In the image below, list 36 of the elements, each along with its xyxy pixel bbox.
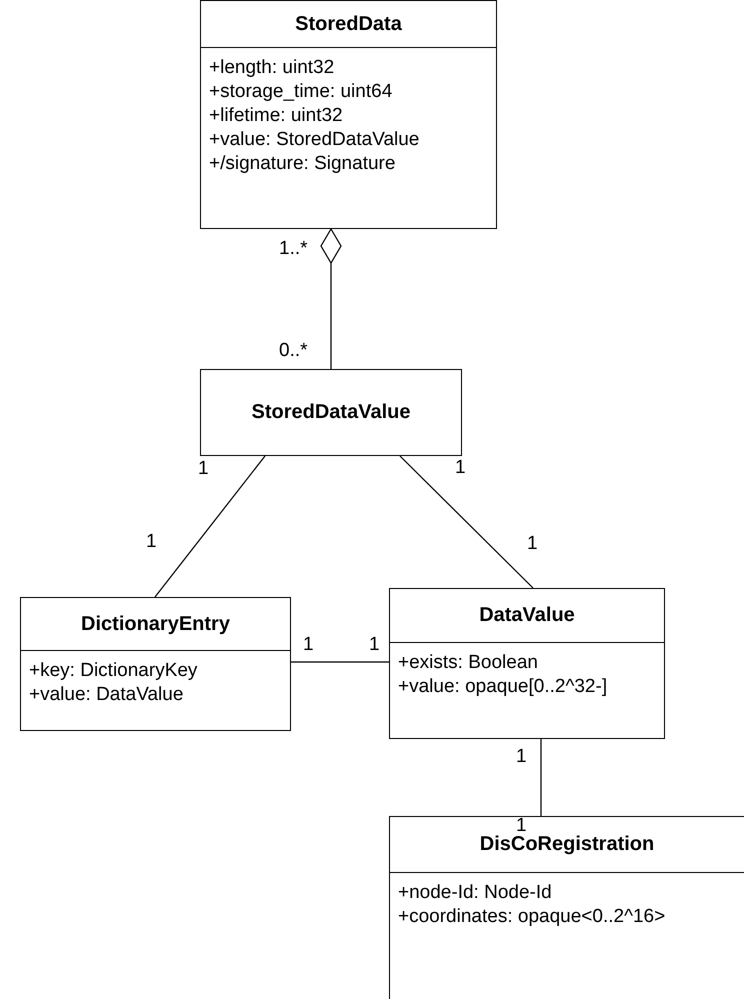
class-box bbox=[200, 0, 497, 229]
attribute-text: +node-Id: Node-Id bbox=[398, 881, 552, 905]
multiplicity-label: 1 bbox=[198, 458, 209, 480]
class-box bbox=[389, 588, 665, 739]
class-name: StoredDataValue bbox=[252, 400, 410, 424]
attribute-text: +key: DictionaryKey bbox=[29, 659, 198, 683]
association-line bbox=[291, 661, 389, 663]
association-line bbox=[154, 456, 266, 598]
multiplicity-label: 1 bbox=[369, 634, 380, 656]
attribute-text: +value: StoredDataValue bbox=[209, 128, 420, 152]
class-box bbox=[20, 597, 291, 731]
attribute-text: +value: opaque[0..2^32-] bbox=[398, 675, 608, 699]
association-line bbox=[400, 456, 534, 588]
attribute-text: +/signature: Signature bbox=[209, 152, 396, 176]
class-box bbox=[389, 816, 744, 999]
class-name: DictionaryEntry bbox=[81, 612, 230, 636]
multiplicity-label: 1 bbox=[516, 746, 527, 768]
multiplicity-label: 1 bbox=[527, 533, 538, 555]
multiplicity-label: 1 bbox=[455, 457, 466, 479]
aggregation-line bbox=[320, 228, 342, 369]
multiplicity-label: 1..* bbox=[279, 238, 308, 260]
attribute-text: +storage_time: uint64 bbox=[209, 80, 392, 104]
multiplicity-label: 1 bbox=[303, 634, 314, 656]
attribute-text: +exists: Boolean bbox=[398, 651, 538, 675]
multiplicity-label: 0..* bbox=[279, 340, 308, 362]
class-name: StoredData bbox=[295, 12, 402, 36]
class-name: DisCoRegistration bbox=[480, 833, 654, 856]
attribute-text: +value: DataValue bbox=[29, 683, 184, 707]
multiplicity-label: 1 bbox=[146, 531, 157, 553]
attribute-text: +coordinates: opaque<0..2^16> bbox=[398, 905, 666, 929]
multiplicity-label: 1 bbox=[516, 815, 527, 836]
class-box bbox=[200, 369, 462, 456]
association-line bbox=[540, 739, 542, 816]
class-name: DataValue bbox=[479, 604, 575, 627]
attribute-text: +length: uint32 bbox=[209, 56, 334, 80]
attribute-text: +lifetime: uint32 bbox=[209, 104, 343, 128]
